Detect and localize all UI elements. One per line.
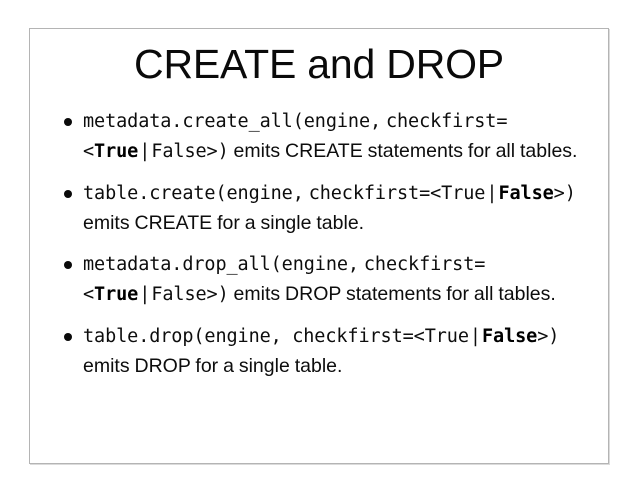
bullet-text: table.drop(engine, checkfirst=<True|Fals…	[83, 322, 598, 380]
bullet-item-table-drop: table.drop(engine, checkfirst=<True|Fals…	[30, 322, 608, 380]
slide-title: CREATE and DROP	[134, 41, 504, 87]
bullet-description: emits DROP for a single table.	[83, 354, 343, 377]
code-option-separator: |	[469, 326, 481, 347]
code-option-separator: |	[139, 283, 151, 305]
code-call-signature: metadata.drop_all(engine,	[83, 254, 359, 275]
bullet-dot-icon	[64, 333, 72, 341]
bullet-item-metadata-create-all: metadata.create_all(engine, checkfirst=<…	[30, 107, 608, 166]
code-call-tail: >)	[537, 326, 560, 347]
bullet-description: emits CREATE for a single table.	[83, 211, 365, 234]
bullet-item-metadata-drop-all: metadata.drop_all(engine, checkfirst=<Tr…	[30, 250, 608, 309]
code-call-signature: metadata.create_all(engine,	[83, 111, 382, 132]
code-param-name: checkfirst=<	[83, 254, 486, 305]
code-call-tail: >)	[206, 140, 229, 162]
code-call-tail: >)	[553, 183, 576, 204]
bullet-item-table-create: table.create(engine, checkfirst=<True|Fa…	[30, 179, 608, 237]
bullet-description: emits DROP statements for all tables.	[233, 282, 556, 305]
code-option-false: False	[151, 283, 207, 305]
bullet-list: metadata.create_all(engine, checkfirst=<…	[30, 107, 608, 393]
code-option-separator: |	[139, 140, 151, 162]
code-option-false: False	[498, 183, 554, 204]
code-param-name: checkfirst=<	[308, 183, 442, 204]
bullet-text: table.create(engine, checkfirst=<True|Fa…	[83, 179, 598, 237]
code-call-signature: table.drop(engine,	[83, 326, 293, 347]
bullet-text: metadata.create_all(engine, checkfirst=<…	[83, 107, 598, 166]
code-option-true: True	[441, 183, 486, 204]
code-option-true: True	[94, 140, 139, 162]
code-option-false: False	[482, 326, 538, 347]
code-option-true: True	[424, 326, 469, 347]
code-call-signature: table.create(engine,	[83, 183, 304, 204]
code-option-false: False	[151, 140, 207, 162]
code-param-name: checkfirst=<	[83, 111, 508, 162]
bullet-dot-icon	[64, 261, 72, 269]
code-call-tail: >)	[206, 283, 229, 305]
bullet-dot-icon	[64, 190, 72, 198]
bullet-description: emits CREATE statements for all tables.	[233, 139, 578, 162]
slide-frame: CREATE and DROP metadata.create_all(engi…	[29, 28, 609, 464]
code-option-separator: |	[486, 183, 498, 204]
code-option-true: True	[94, 283, 139, 305]
bullet-text: metadata.drop_all(engine, checkfirst=<Tr…	[83, 250, 598, 309]
code-param-name: checkfirst=<	[292, 326, 425, 347]
bullet-dot-icon	[64, 118, 72, 126]
